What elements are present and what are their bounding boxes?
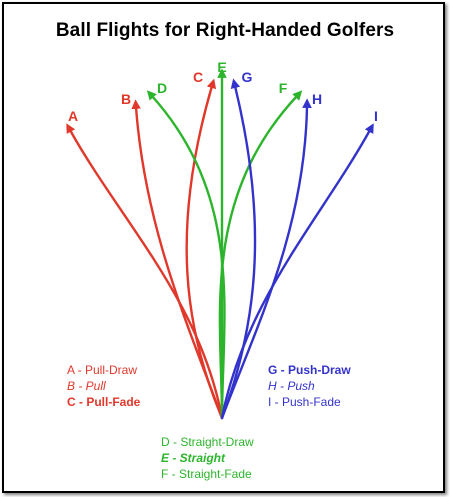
diagram-title: Ball Flights for Right-Handed Golfers (55, 20, 395, 41)
legend-item-left-0: A - Pull-Draw (67, 363, 138, 377)
flight-path-g (220, 78, 257, 420)
flight-label-i: I (374, 108, 378, 124)
legend-push: G - Push-Draw H - Push I - Push-Fade (268, 362, 351, 410)
flight-labels: A B C D E F G H I (68, 59, 378, 124)
flight-label-b: B (121, 91, 131, 107)
flight-label-d: D (157, 80, 167, 96)
legend-straight: D - Straight-Draw E - Straight F - Straigh… (161, 434, 254, 482)
legend-item-right-0: G - Push-Draw (268, 363, 351, 377)
flight-path-d (146, 90, 226, 420)
flight-path-c (185, 78, 224, 420)
flight-label-f: F (279, 80, 288, 96)
flight-label-g: G (242, 69, 253, 85)
flight-label-c: C (193, 69, 203, 85)
legend-pull: A - Pull-Draw B - Pull C - Pull-Fade (67, 362, 140, 410)
flight-paths (66, 68, 374, 420)
frame-border (2, 2, 445, 493)
flight-path-h (220, 98, 312, 420)
flight-path-f (218, 90, 303, 420)
legend-item-left-2: C - Pull-Fade (67, 395, 141, 409)
legend-item-center-0: D - Straight-Draw (161, 435, 254, 449)
legend-item-left-1: B - Pull (67, 379, 106, 393)
legend-item-center-2: F - Straight-Fade (161, 467, 252, 481)
flight-path-a (66, 123, 224, 420)
flight-path-i (220, 123, 374, 420)
flight-label-h: H (312, 91, 322, 107)
legend-item-center-1: E - Straight (161, 451, 226, 465)
legend-item-right-2: I - Push-Fade (268, 395, 341, 409)
flight-label-e: E (217, 59, 226, 75)
flight-label-a: A (68, 108, 78, 124)
legend-item-right-1: H - Push (268, 379, 315, 393)
